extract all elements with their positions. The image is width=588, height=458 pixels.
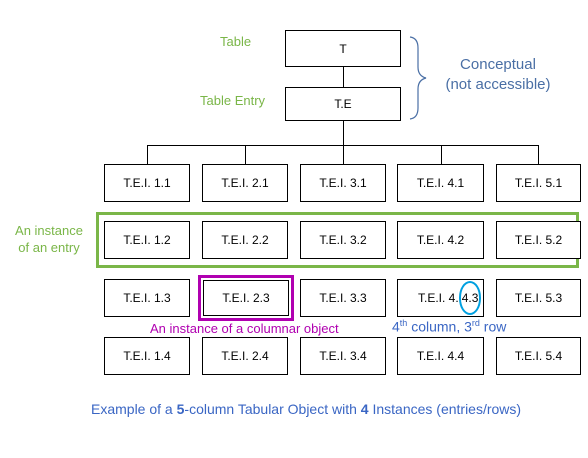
node-text: T.E.I. 2.4 — [221, 349, 269, 363]
node-tei-5-2: T.E.I. 5.2 — [496, 221, 581, 259]
table-label: Table — [220, 34, 252, 49]
entry-instance-label: An instance of an entry — [8, 222, 90, 256]
caption-part-2: 5 — [176, 401, 185, 417]
column-row-part-5: row — [479, 318, 507, 335]
node-tei-1-1: T.E.I. 1.1 — [104, 164, 190, 202]
node-tei-4-4: T.E.I. 4.4 — [397, 337, 484, 375]
entry-instance-line1: An instance — [15, 223, 83, 238]
node-text: T.E.I. 4.4 — [416, 349, 465, 363]
node-text: T.E.I. 1.4 — [123, 349, 171, 363]
node-tei-2-4: T.E.I. 2.4 — [202, 337, 288, 375]
column-row-part-1: 4 — [392, 318, 400, 335]
node-text: T.E.I. 5.1 — [514, 176, 563, 190]
table-entry-label: Table Entry — [200, 93, 266, 108]
node-text: T.E.I. 5.3 — [514, 291, 563, 305]
diagram-caption: Example of a 5-column Tabular Object wit… — [91, 401, 521, 417]
node-text: T.E.I. 1.1 — [123, 176, 171, 190]
column-row-part-2: th — [399, 318, 408, 328]
connector-col1 — [147, 145, 148, 164]
connector-col5 — [538, 145, 539, 164]
node-text: T.E.I. 3.3 — [319, 291, 367, 305]
columnar-instance-label: An instance of a columnar object — [150, 321, 339, 336]
node-tei-4-1: T.E.I. 4.1 — [397, 164, 484, 202]
node-tei-2-2: T.E.I. 2.2 — [202, 221, 288, 259]
node-text: T.E.I. 3.1 — [319, 176, 367, 190]
node-text: T.E.I. 2.2 — [221, 233, 269, 247]
node-text: T.E.I. 4.2 — [416, 233, 465, 247]
node-tei-3-3: T.E.I. 3.3 — [300, 279, 386, 317]
node-text: T.E.I. 1.3 — [123, 291, 171, 305]
node-text: T.E.I. 1.2 — [123, 233, 171, 247]
node-text: T.E.I. 5.2 — [514, 233, 563, 247]
table-node: T — [285, 30, 401, 67]
conceptual-label: Conceptual (not accessible) — [433, 55, 563, 95]
node-text: T.E.I. 4. — [418, 291, 459, 305]
node-tei-3-4: T.E.I. 3.4 — [300, 337, 386, 375]
conceptual-line1: Conceptual — [460, 56, 536, 73]
column-row-part-4: rd — [471, 318, 480, 328]
column-row-part-3: column, 3 — [407, 318, 472, 335]
table-entry-node-text: T.E — [334, 97, 352, 111]
node-tei-5-3: T.E.I. 5.3 — [496, 279, 581, 317]
column-row-label: 4th column, 3rd row — [392, 318, 506, 335]
connector-t-te — [343, 67, 344, 87]
node-tei-3-2: T.E.I. 3.2 — [300, 221, 386, 259]
entry-instance-line2: of an entry — [18, 240, 80, 255]
node-tei-3-1: T.E.I. 3.1 — [300, 164, 386, 202]
circled-value: 4.3 — [458, 281, 482, 315]
caption-part-5: Instances (entries/rows) — [368, 401, 522, 417]
table-node-text: T — [339, 41, 347, 56]
table-entry-node: T.E — [285, 87, 401, 121]
caption-part-3: -column Tabular Object with — [184, 401, 361, 417]
node-tei-2-1: T.E.I. 2.1 — [202, 164, 288, 202]
node-tei-5-1: T.E.I. 5.1 — [496, 164, 581, 202]
connector-col3 — [343, 145, 344, 164]
node-tei-5-4: T.E.I. 5.4 — [496, 337, 581, 375]
node-text: T.E.I. 3.2 — [319, 233, 367, 247]
node-tei-4-2: T.E.I. 4.2 — [397, 221, 484, 259]
conceptual-line2: (not accessible) — [445, 76, 551, 93]
node-text: T.E.I. 4.1 — [416, 176, 465, 190]
connector-col4 — [441, 145, 442, 164]
node-text: T.E.I. 2.3 — [222, 291, 270, 305]
node-tei-1-3: T.E.I. 1.3 — [104, 279, 190, 317]
node-text: T.E.I. 3.4 — [319, 349, 367, 363]
node-tei-1-4: T.E.I. 1.4 — [104, 337, 190, 375]
node-tei-2-3: T.E.I. 2.3 — [203, 280, 289, 316]
caption-part-4: 4 — [360, 401, 369, 417]
node-tei-4-3: T.E.I. 4.4.3 — [397, 279, 484, 317]
caption-part-1: Example of a — [91, 401, 177, 417]
connector-te-bus — [343, 121, 344, 145]
connector-col2 — [245, 145, 246, 164]
node-text: T.E.I. 2.1 — [221, 176, 269, 190]
conceptual-brace — [409, 36, 427, 120]
node-tei-1-2: T.E.I. 1.2 — [104, 221, 190, 259]
node-text: T.E.I. 5.4 — [514, 349, 563, 363]
